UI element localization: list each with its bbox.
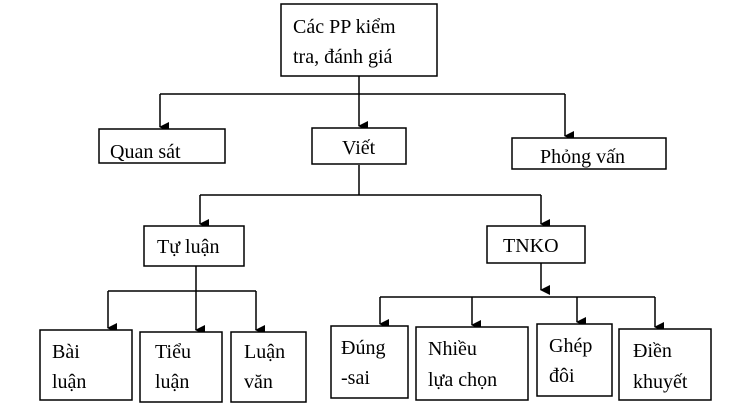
node-matching-line2: đôi [549,365,575,387]
node-multiple-choice: Nhiều lựa chọn [415,326,529,401]
node-fill-blank-line2: khuyết [633,371,688,393]
node-paper: Bài luận [39,329,133,401]
node-fill-blank-box [618,328,712,401]
node-objective: TNKO [486,225,586,264]
node-minor-thesis-box [139,331,223,403]
node-write: Viết [311,127,407,165]
node-root-line2: tra, đánh giá [293,46,393,68]
node-minor-thesis-line1: Tiểu [155,341,191,363]
node-paper-line1: Bài [52,341,80,363]
node-essay-label: Tự luận [157,236,220,258]
node-true-false-box [330,325,409,399]
node-matching-line1: Ghép [549,335,592,357]
connectors [107,76,664,335]
node-minor-thesis-line2: luận [155,371,189,393]
node-interview: Phỏng vấn [511,137,667,170]
node-interview-box [511,137,667,170]
node-multiple-choice-line2: lựa chọn [428,369,497,391]
node-thesis-line1: Luận [244,341,285,363]
node-true-false-line2: -sai [341,367,370,389]
node-root-box [280,3,438,77]
node-thesis-box [230,331,307,403]
node-observe-box [98,128,226,164]
node-thesis: Luận văn [230,331,307,403]
node-paper-box [39,329,133,401]
node-write-box [311,127,407,165]
node-interview-label: Phỏng vấn [540,146,625,168]
node-essay-box [143,225,245,267]
node-essay: Tự luận [143,225,245,267]
node-paper-line2: luận [52,371,86,393]
node-true-false-line1: Đúng [341,337,385,359]
node-observe-label: Quan sát [110,141,181,163]
node-multiple-choice-line1: Nhiều [428,338,477,360]
node-thesis-line2: văn [244,371,273,393]
node-multiple-choice-box [415,326,529,401]
node-matching: Ghép đôi [536,323,613,397]
node-fill-blank-line1: Điền [633,340,672,362]
node-matching-box [536,323,613,397]
node-minor-thesis: Tiểu luận [139,331,223,403]
node-root-line1: Các PP kiểm [293,16,396,38]
node-write-label: Viết [342,137,376,159]
node-true-false: Đúng -sai [330,325,409,399]
node-fill-blank: Điền khuyết [618,328,712,401]
node-observe: Quan sát [98,128,226,164]
node-root: Các PP kiểm tra, đánh giá [280,3,438,77]
node-objective-label: TNKO [503,235,559,257]
node-objective-box [486,225,586,264]
